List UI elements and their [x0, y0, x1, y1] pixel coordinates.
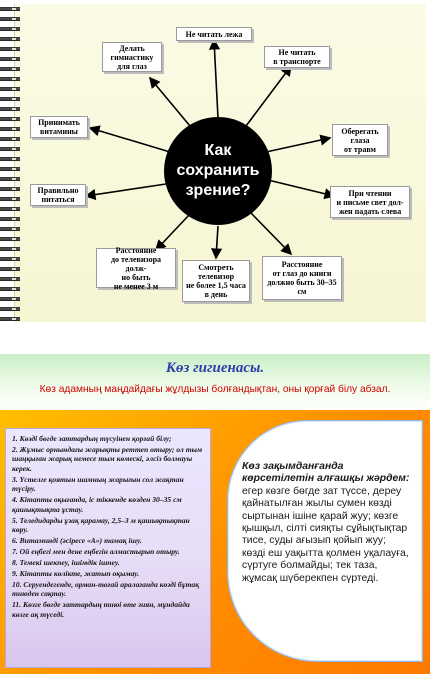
hygiene-title: Көз гигиенасы. [165, 360, 265, 376]
mindmap-slide: Как сохранить зрение? Не читать лежа Не … [0, 0, 430, 328]
arrow-eat [84, 183, 167, 201]
rule-item: 11. Көзге бөгде заттардың тиюі өте зиян,… [12, 600, 190, 619]
box-eat-properly: Правильно питаться [30, 184, 86, 206]
rule-item: 6. Витаминді (әсіресе «А») тамақ ішу. [12, 536, 142, 546]
box-protect-injury: Оберегать глаза от травм [332, 124, 388, 156]
box-no-reading-transport: Не читать в транспорте [264, 46, 330, 68]
mindmap-arrows [84, 38, 336, 260]
rule-item: 1. Көзді бөгде заттардың түсуінен қорғай… [12, 434, 172, 443]
arrow-light [267, 179, 336, 200]
box-tv-distance: Расстояние до телевизора долж- но быть н… [96, 246, 176, 291]
rule-item: 3. Үстелге қоятын шамның жарығын сол жақ… [12, 474, 184, 494]
rule-item: 7. Ой еңбегі мен дене еңбегін алмастырып… [12, 547, 180, 557]
spiral-binding [0, 4, 20, 322]
eye-hygiene-slide: Көз гигиенасы. Көз адамның маңдайдағы жұ… [0, 354, 430, 674]
arrow-tv-dist [154, 213, 191, 252]
first-aid-panel: Көз зақымданғанда көрсетілетін алғашқы ж… [227, 420, 423, 662]
first-aid-text: Көз зақымданғанда көрсетілетін алғашқы ж… [242, 461, 412, 585]
box-eye-gymnastics: Делать гимнастику для глаз [102, 42, 162, 72]
arrow-lying [208, 38, 221, 119]
first-aid-lead: Көз зақымданғанда көрсетілетін алғашқы ж… [242, 461, 410, 485]
box-take-vitamins: Принимать витамины [30, 116, 88, 138]
rule-item: 10. Серуендегенде, орман-тоғай аралағанд… [12, 580, 200, 599]
arrow-injury [265, 134, 332, 153]
arrow-book [249, 211, 293, 256]
box-light-left: При чтении и письме свет дол- жен падать… [330, 186, 410, 218]
arrow-vitamins [88, 125, 171, 153]
arrow-tv-time [211, 225, 223, 260]
box-tv-time: Смотреть телевизор не более 1,5 часа в д… [182, 260, 250, 302]
rules-list: 1. Көзді бөгде заттардың түсуінен қорғай… [5, 428, 211, 668]
arrow-transport [245, 64, 292, 127]
box-book-distance: Расстояние от глаз до книги должно быть … [262, 256, 342, 300]
hygiene-subtitle: Көз адамның маңдайдағы жұлдызы болғандық… [39, 384, 391, 395]
rule-item: 9. Кітапты көлікте, жатып оқымау. [12, 569, 140, 579]
rule-item: 8. Темекі шекпеу, ішімдік ішпеу. [12, 558, 120, 568]
rule-item: 2. Жұмыс орнындағы жарықты реттеп отыру;… [12, 445, 203, 473]
box-no-reading-lying: Не читать лежа [176, 27, 252, 41]
center-question-circle: Как сохранить зрение? [164, 117, 272, 225]
arrow-gym [148, 76, 191, 127]
rule-item: 4. Кітапты оқығанда, іс тіккенде көзден … [12, 495, 182, 514]
center-question: Как сохранить зрение? [176, 142, 260, 199]
header-band [0, 354, 430, 410]
first-aid-body: егер көзге бөгде зат түссе, дереу қайнат… [242, 485, 409, 584]
rule-item: 5. Теледидарды ұзақ қарамау, 2,5–3 м қаш… [12, 515, 190, 535]
